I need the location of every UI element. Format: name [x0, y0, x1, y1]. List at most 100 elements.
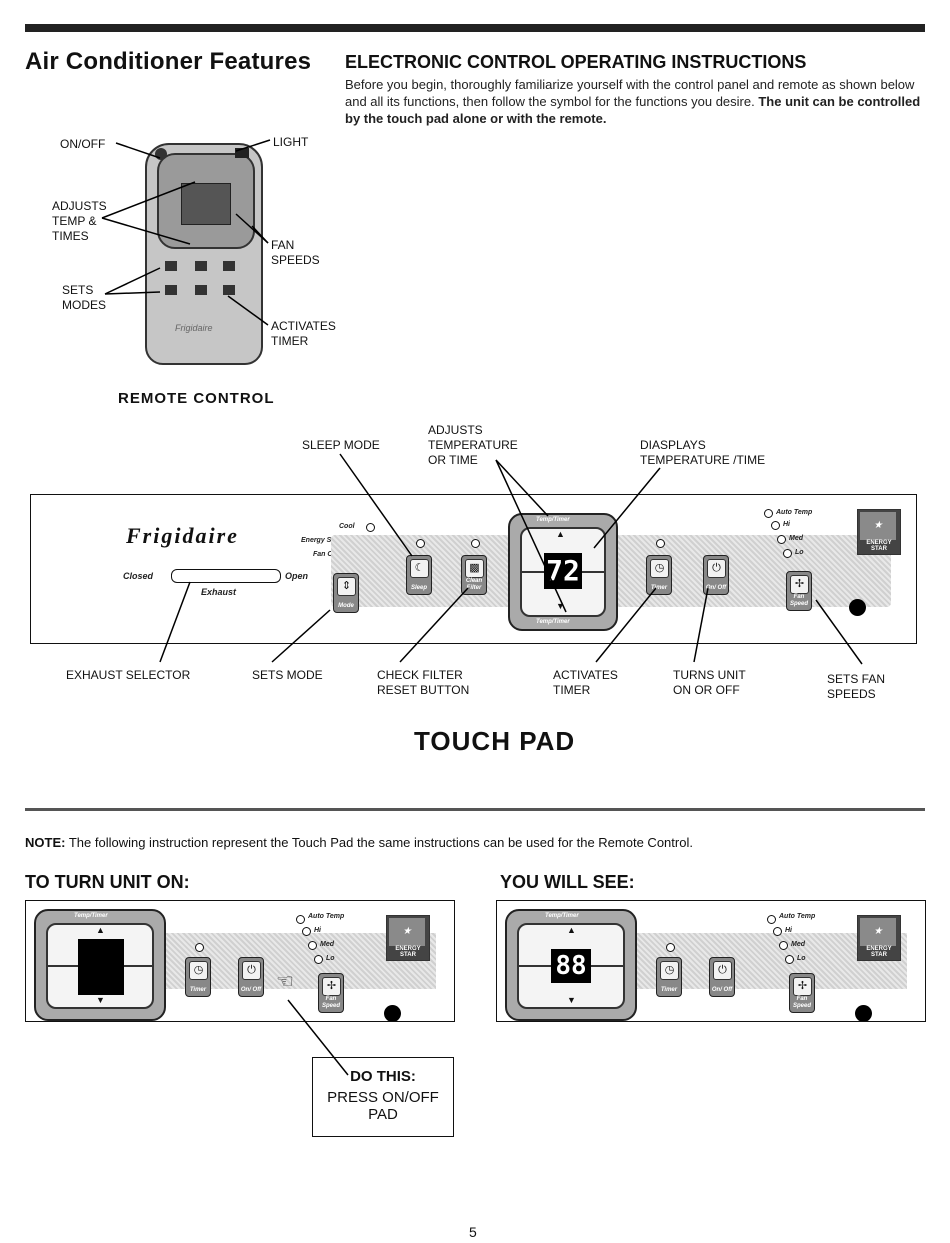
result-fan-icon: ✢ [793, 977, 812, 996]
tp-label-adjusts-line1: ADJUSTS [428, 423, 483, 437]
turn-on-label-auto: Auto Temp [308, 913, 345, 920]
turn-on-label-med: Med [320, 941, 334, 948]
energy-star-icon: ★ [860, 512, 896, 540]
result-fan-button[interactable]: ✢ Fan Speed [789, 973, 815, 1013]
clean-filter-button[interactable]: ▩ Clean Filter [461, 555, 487, 595]
turn-on-energy-star: ★ ENERGY STAR [386, 915, 430, 961]
intro-bold: The unit can be controlled by the touch … [345, 94, 921, 126]
tp-label-fan-line1: SETS FAN [827, 672, 886, 686]
remote-label-fan: FAN SPEEDS [271, 238, 320, 268]
turn-on-led-lo [314, 955, 323, 964]
moon-icon: ☾ [410, 559, 429, 578]
exhaust-selector-slider[interactable] [171, 569, 281, 583]
timer-button[interactable]: ◷ Timer [646, 555, 672, 595]
tp-label-timer-line2: TIMER [553, 683, 591, 697]
energy-star-label: ENERGY STAR [866, 540, 892, 552]
led-label-lo: Lo [795, 549, 804, 556]
tp-label-timer: ACTIVATES TIMER [553, 668, 618, 698]
fan-speed-button[interactable]: ✢ Fan Speed [786, 571, 812, 611]
remote-label-timer-line2: TIMER [271, 334, 309, 348]
result-onoff-button[interactable]: ⏻ On/ Off [709, 957, 735, 997]
remote-label-light: LIGHT [273, 135, 309, 149]
result-led-auto [767, 915, 776, 924]
tp-label-filter-line2: RESET BUTTON [377, 683, 470, 697]
turn-on-down-arrow-icon[interactable]: ▼ [96, 995, 105, 1005]
mode-button[interactable]: ⇕ Mode [333, 573, 359, 613]
result-display-window: ▲ 88 ▼ [517, 923, 625, 1009]
led-timer [656, 539, 665, 548]
display-frame: Temp/Timer Temp/Timer ▲ 72 ▼ [508, 513, 618, 631]
temp-timer-bottom-label: Temp/Timer [536, 619, 570, 625]
result-timer-button[interactable]: ◷ Timer [656, 957, 682, 997]
result-timer-label: Timer [660, 987, 678, 993]
led-med [777, 535, 786, 544]
turn-on-up-arrow-icon[interactable]: ▲ [96, 925, 105, 935]
result-fan-label: Fan Speed [792, 996, 811, 1009]
tp-label-displays-line2: TEMPERATURE /TIME [640, 453, 766, 467]
do-this-box: DO THIS: PRESS ON/OFF PAD [312, 1057, 454, 1137]
energy-star-logo: ★ ENERGY STAR [857, 509, 901, 555]
result-display-digits: 88 [551, 949, 591, 983]
turn-on-fan-button[interactable]: ✢ Fan Speed [318, 973, 344, 1013]
tp-label-sleep: SLEEP MODE [302, 438, 380, 452]
turn-on-timer-button[interactable]: ◷ Timer [185, 957, 211, 997]
remote-onoff-button[interactable] [155, 148, 167, 160]
result-down-arrow-icon[interactable]: ▼ [567, 995, 576, 1005]
remote-timer-button[interactable] [223, 285, 235, 295]
remote-label-adjusts-line2: TEMP & [52, 214, 97, 228]
led-label-auto-temp: Auto Temp [776, 509, 813, 516]
top-rule [25, 24, 925, 32]
filter-icon: ▩ [465, 559, 484, 578]
turn-on-label-hi: Hi [314, 927, 321, 934]
turn-on-power-icon: ⏻ [242, 961, 261, 980]
on-off-button[interactable]: ⏻ On/ Off [703, 555, 729, 595]
remote-label-adjusts-line3: TIMES [52, 229, 89, 243]
brand-logo: Frigidaire [126, 523, 239, 548]
result-energy-star: ★ ENERGY STAR [857, 915, 901, 961]
tp-label-adjusts: ADJUSTS TEMPERATURE OR TIME [428, 423, 518, 468]
fan-speed-button-label: Fan Speed [789, 594, 808, 607]
remote-brand-logo: Frigidaire [175, 323, 213, 333]
press-line1: PRESS ON/OFF [327, 1089, 439, 1106]
result-up-arrow-icon[interactable]: ▲ [567, 925, 576, 935]
turn-on-temp-timer-top: Temp/Timer [74, 913, 108, 919]
note-text: The following instruction represent the … [68, 835, 693, 850]
remote-label-modes-line2: MODES [62, 298, 107, 312]
remote-sleep-button[interactable] [165, 285, 177, 295]
remote-light-button[interactable] [235, 148, 249, 158]
note-label: NOTE: [25, 835, 66, 850]
remote-mode-button[interactable] [165, 261, 177, 271]
sleep-button[interactable]: ☾ Sleep [406, 555, 432, 595]
led-cool [366, 523, 375, 532]
temp-up-arrow-icon[interactable]: ▲ [556, 529, 565, 539]
turn-on-clock-icon: ◷ [189, 961, 208, 980]
led-sleep [416, 539, 425, 548]
pointing-hand-icon: ☜ [276, 971, 294, 993]
result-power-icon: ⏻ [713, 961, 732, 980]
touch-pad-caption: TOUCH PAD [414, 726, 576, 756]
page-number: 5 [469, 1224, 477, 1240]
tp-label-exhaust: EXHAUST SELECTOR [66, 668, 191, 682]
clean-filter-button-label: Clean Filter [465, 578, 483, 591]
press-line2: PAD [368, 1106, 398, 1123]
temp-down-arrow-icon[interactable]: ▼ [556, 601, 565, 611]
turn-on-energy-star-label: ENERGY STAR [395, 946, 421, 958]
turn-on-onoff-button[interactable]: ⏻ On/ Off [238, 957, 264, 997]
led-filter [471, 539, 480, 548]
turn-on-led-hi [302, 927, 311, 936]
touch-pad-panel: Frigidaire Cool Energy Saver Fan Only Cl… [30, 494, 917, 644]
remote-button-grid [161, 257, 249, 303]
result-label-hi: Hi [785, 927, 792, 934]
turn-on-panel: Temp/Timer ▲ ▼ ◷ Timer ⏻ On/ Off Auto Te… [25, 900, 455, 1022]
turn-on-energy-star-icon: ★ [389, 918, 425, 946]
display-window: ▲ 72 ▼ [520, 527, 606, 617]
result-label-auto: Auto Temp [779, 913, 816, 920]
remote-button[interactable] [195, 285, 207, 295]
result-label-lo: Lo [797, 955, 806, 962]
led-label-energy-saver: Energy Saver [301, 537, 346, 544]
remote-label-modes-line1: SETS [62, 283, 94, 297]
sleep-button-label: Sleep [410, 585, 427, 591]
remote-button[interactable] [195, 261, 207, 271]
exhaust-open-label: Open [285, 571, 309, 581]
remote-button[interactable] [223, 261, 235, 271]
